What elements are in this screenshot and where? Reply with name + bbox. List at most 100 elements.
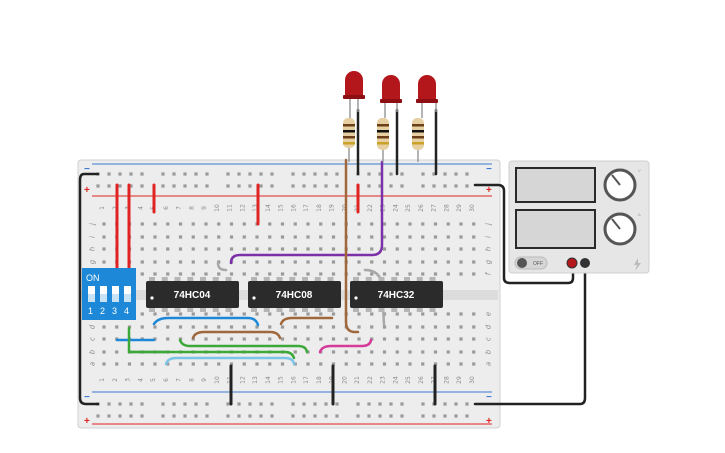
breadboard-hole[interactable] [313,184,317,188]
breadboard-hole[interactable] [357,260,361,264]
breadboard-hole[interactable] [191,325,195,329]
breadboard-hole[interactable] [357,312,361,316]
breadboard-hole[interactable] [140,184,144,188]
led-3-body[interactable] [418,75,436,101]
breadboard-hole[interactable] [268,260,272,264]
breadboard-hole[interactable] [166,260,170,264]
breadboard-hole[interactable] [306,222,310,226]
breadboard-hole[interactable] [242,337,246,341]
breadboard-hole[interactable] [459,337,463,341]
breadboard-hole[interactable] [400,184,404,188]
breadboard-hole[interactable] [382,235,387,239]
breadboard-hole[interactable] [344,350,348,354]
breadboard-hole[interactable] [433,362,438,366]
breadboard-hole[interactable] [389,172,393,176]
breadboard-hole[interactable] [229,235,234,239]
breadboard-hole[interactable] [306,362,310,366]
breadboard-hole[interactable] [270,172,274,176]
breadboard-hole[interactable] [459,222,463,226]
breadboard-hole[interactable] [259,402,263,406]
breadboard-hole[interactable] [153,272,157,276]
breadboard-hole[interactable] [459,350,463,354]
breadboard-hole[interactable] [344,337,348,341]
breadboard-hole[interactable] [313,414,317,418]
breadboard-hole[interactable] [280,312,285,316]
breadboard-hole[interactable] [443,184,447,188]
breadboard-hole[interactable] [408,222,412,226]
breadboard-hole[interactable] [280,222,285,226]
breadboard-hole[interactable] [293,222,297,226]
breadboard-hole[interactable] [367,184,371,188]
breadboard-hole[interactable] [306,337,310,341]
breadboard-hole[interactable] [459,247,463,251]
breadboard-hole[interactable] [178,272,183,276]
breadboard-hole[interactable] [443,402,447,406]
wire-black-ps-bottom[interactable] [473,262,587,406]
breadboard-hole[interactable] [229,362,234,366]
breadboard-hole[interactable] [255,247,259,251]
breadboard-hole[interactable] [102,325,106,329]
breadboard-hole[interactable] [115,350,119,354]
breadboard-hole[interactable] [421,350,425,354]
breadboard-hole[interactable] [118,414,122,418]
breadboard-hole[interactable] [217,222,221,226]
breadboard-hole[interactable] [465,172,469,176]
breadboard-hole[interactable] [408,235,412,239]
breadboard-hole[interactable] [459,272,463,276]
breadboard-hole[interactable] [248,172,252,176]
breadboard-hole[interactable] [319,312,323,316]
breadboard-hole[interactable] [205,402,209,406]
breadboard-hole[interactable] [400,414,404,418]
breadboard-hole[interactable] [432,184,436,188]
breadboard-hole[interactable] [129,172,133,176]
wire-green-2[interactable] [178,338,309,354]
breadboard-hole[interactable] [161,414,165,418]
wire-blue-1[interactable] [152,316,260,327]
breadboard-hole[interactable] [194,402,198,406]
breadboard-hole[interactable] [129,184,133,188]
wire-brown-long[interactable] [344,158,360,334]
breadboard-hole[interactable] [102,222,106,226]
breadboard-hole[interactable] [217,362,221,366]
breadboard-hole[interactable] [382,247,387,251]
breadboard-hole[interactable] [115,325,119,329]
breadboard-hole[interactable] [395,362,399,366]
breadboard-hole[interactable] [433,260,438,264]
breadboard-hole[interactable] [191,312,195,316]
breadboard-hole[interactable] [242,247,246,251]
breadboard-hole[interactable] [166,337,170,341]
breadboard-hole[interactable] [357,247,361,251]
breadboard-hole[interactable] [408,272,412,276]
wire-black-ps-top[interactable] [473,183,575,285]
breadboard-hole[interactable] [454,184,458,188]
breadboard-hole[interactable] [302,414,306,418]
breadboard-hole[interactable] [324,172,328,176]
breadboard-hole[interactable] [178,312,183,316]
breadboard-hole[interactable] [191,260,195,264]
breadboard-hole[interactable] [395,312,399,316]
breadboard-hole[interactable] [204,312,208,316]
breadboard-hole[interactable] [205,414,209,418]
breadboard-hole[interactable] [421,247,425,251]
breadboard-hole[interactable] [191,247,195,251]
breadboard-hole[interactable] [293,337,297,341]
breadboard-hole[interactable] [408,350,412,354]
breadboard-hole[interactable] [268,362,272,366]
breadboard-hole[interactable] [255,337,259,341]
breadboard-hole[interactable] [446,350,450,354]
breadboard-hole[interactable] [395,222,399,226]
breadboard-hole[interactable] [446,272,450,276]
breadboard-hole[interactable] [166,362,170,366]
breadboard-hole[interactable] [378,402,382,406]
breadboard-hole[interactable] [382,362,387,366]
breadboard-hole[interactable] [204,247,208,251]
breadboard-hole[interactable] [433,350,438,354]
power-supply[interactable]: V A OFF [508,160,650,274]
breadboard-hole[interactable] [217,247,221,251]
breadboard-hole[interactable] [237,414,241,418]
breadboard-hole[interactable] [432,414,436,418]
breadboard-hole[interactable] [229,272,234,276]
breadboard-hole[interactable] [421,184,425,188]
breadboard-hole[interactable] [324,402,328,406]
breadboard-hole[interactable] [472,362,476,366]
